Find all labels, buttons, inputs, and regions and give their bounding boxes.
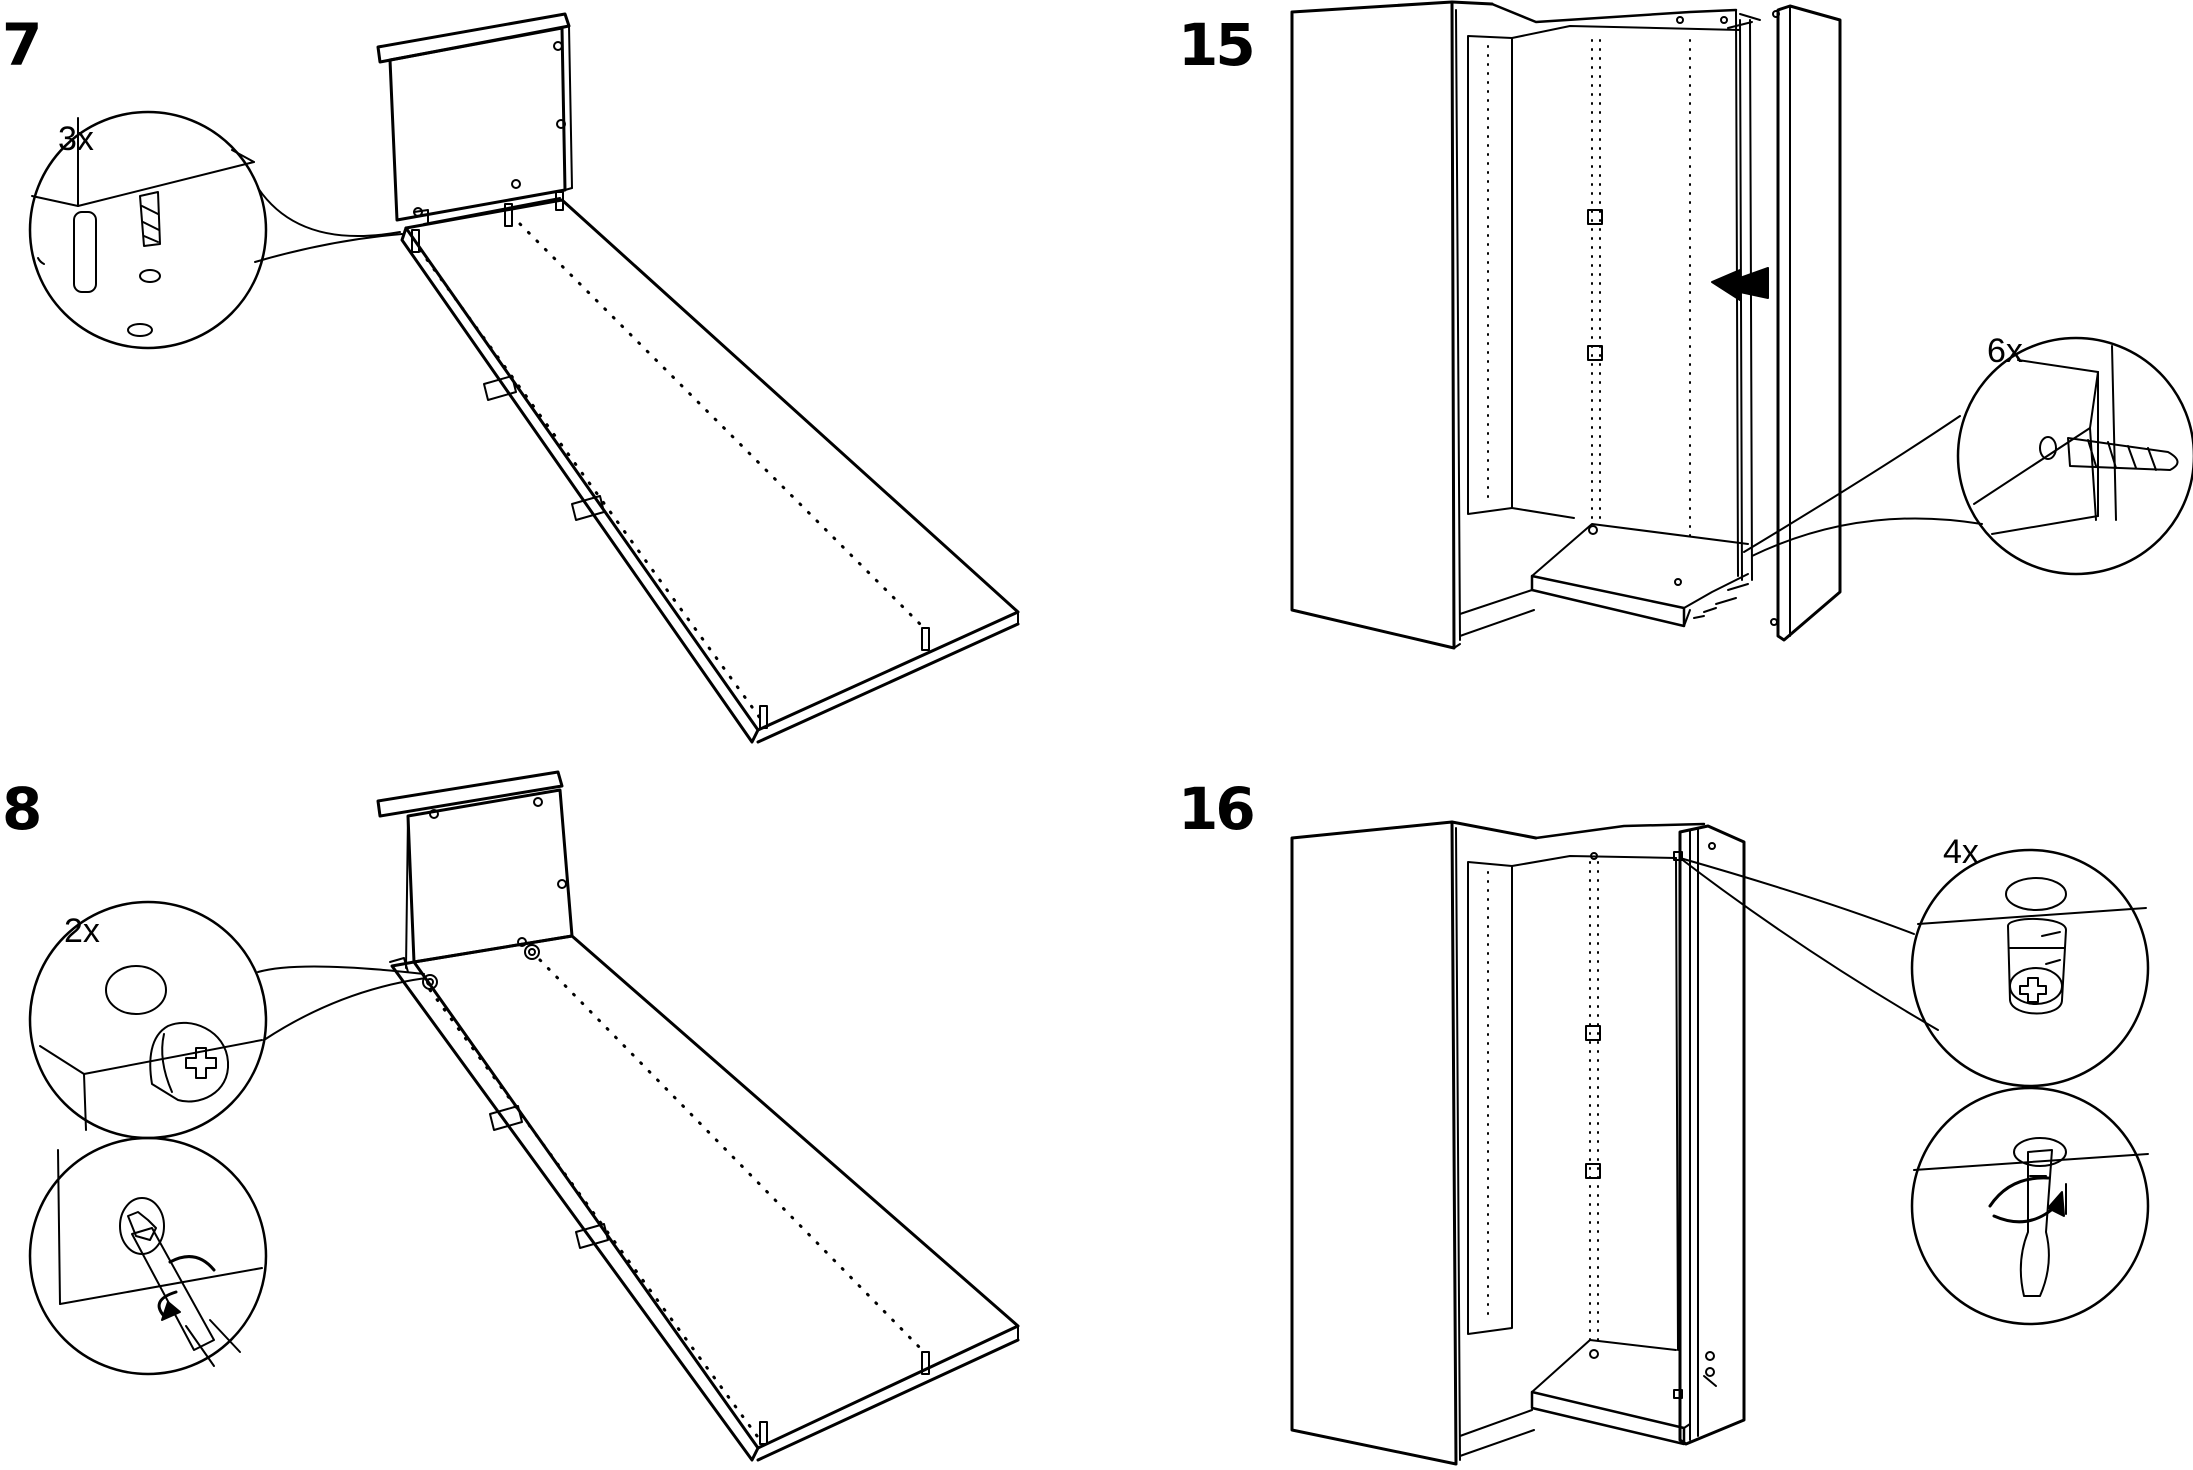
detail-circle-screwdriver: [1912, 1088, 2148, 1324]
left-wardrobe-unit: [1292, 2, 1534, 648]
left-wardrobe-unit: [1292, 822, 1536, 1464]
hole-row: [540, 960, 924, 1352]
detail-circle-dowel: [1744, 338, 2193, 574]
top-panel: [378, 14, 572, 220]
screwdriver-icon: [2021, 1150, 2052, 1296]
side-panel: [402, 198, 1018, 742]
direction-arrow-icon: [1712, 268, 1768, 300]
side-panel: [390, 936, 1018, 1460]
detail-circle-cam-lock: [1680, 850, 2148, 1086]
rotation-arrow-icon: [1990, 1178, 2048, 1206]
detail-circle-dowel: [30, 112, 402, 348]
cam-lock-icon: [423, 938, 539, 989]
step-8-illustration: [30, 772, 1018, 1460]
step-7-illustration: [30, 14, 1018, 742]
detail-circle-cam-lock: [30, 902, 426, 1138]
detail-circle-screwdriver: [30, 1138, 266, 1374]
top-panel: [378, 772, 572, 968]
side-panel: [1771, 6, 1840, 640]
corner-frame: [1512, 824, 1704, 1444]
wooden-dowel-icon: [760, 1352, 929, 1444]
corner-frame: [1492, 4, 1752, 626]
step-16-illustration: [1292, 822, 2148, 1464]
step-15-illustration: [1292, 2, 2193, 648]
rotation-arrow-icon: [170, 1257, 214, 1270]
hole-row: [520, 224, 924, 628]
